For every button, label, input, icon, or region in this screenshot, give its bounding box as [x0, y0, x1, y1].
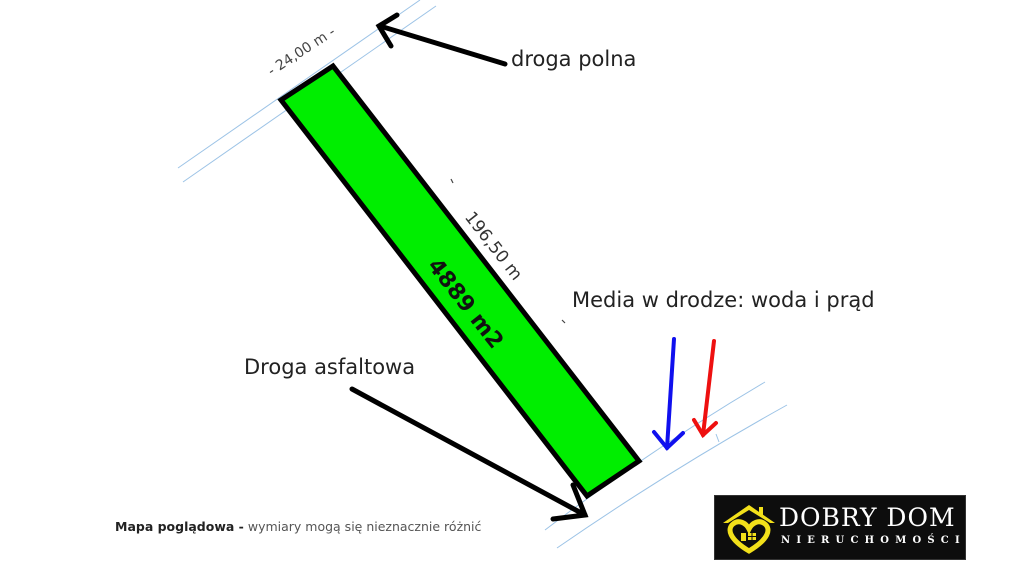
company-logo[interactable]: DOBRY DOM NIERUCHOMOŚCI [714, 495, 966, 560]
asphalt-road-arrow-icon [349, 386, 589, 522]
map-caption: Mapa poglądowa - wymiary mogą się niezna… [115, 519, 481, 534]
parcel-polygon[interactable] [277, 62, 643, 500]
caption-text: wymiary mogą się nieznacznie różnić [243, 519, 482, 534]
field-road-label: droga polna [511, 47, 637, 71]
power-arrow-icon [692, 339, 718, 439]
caption-bold: Mapa poglądowa - [115, 519, 244, 534]
asphalt-road-label: Droga asfaltowa [244, 355, 416, 379]
logo-title: DOBRY DOM [779, 503, 956, 532]
field-road-arrow-icon [375, 12, 508, 67]
logo-subtitle: NIERUCHOMOŚCI [781, 535, 966, 546]
utilities-label: Media w drodze: woda i prąd [572, 288, 875, 312]
dimension-ticks [450, 178, 566, 324]
house-heart-icon [723, 505, 775, 554]
water-arrow-icon [652, 337, 685, 451]
